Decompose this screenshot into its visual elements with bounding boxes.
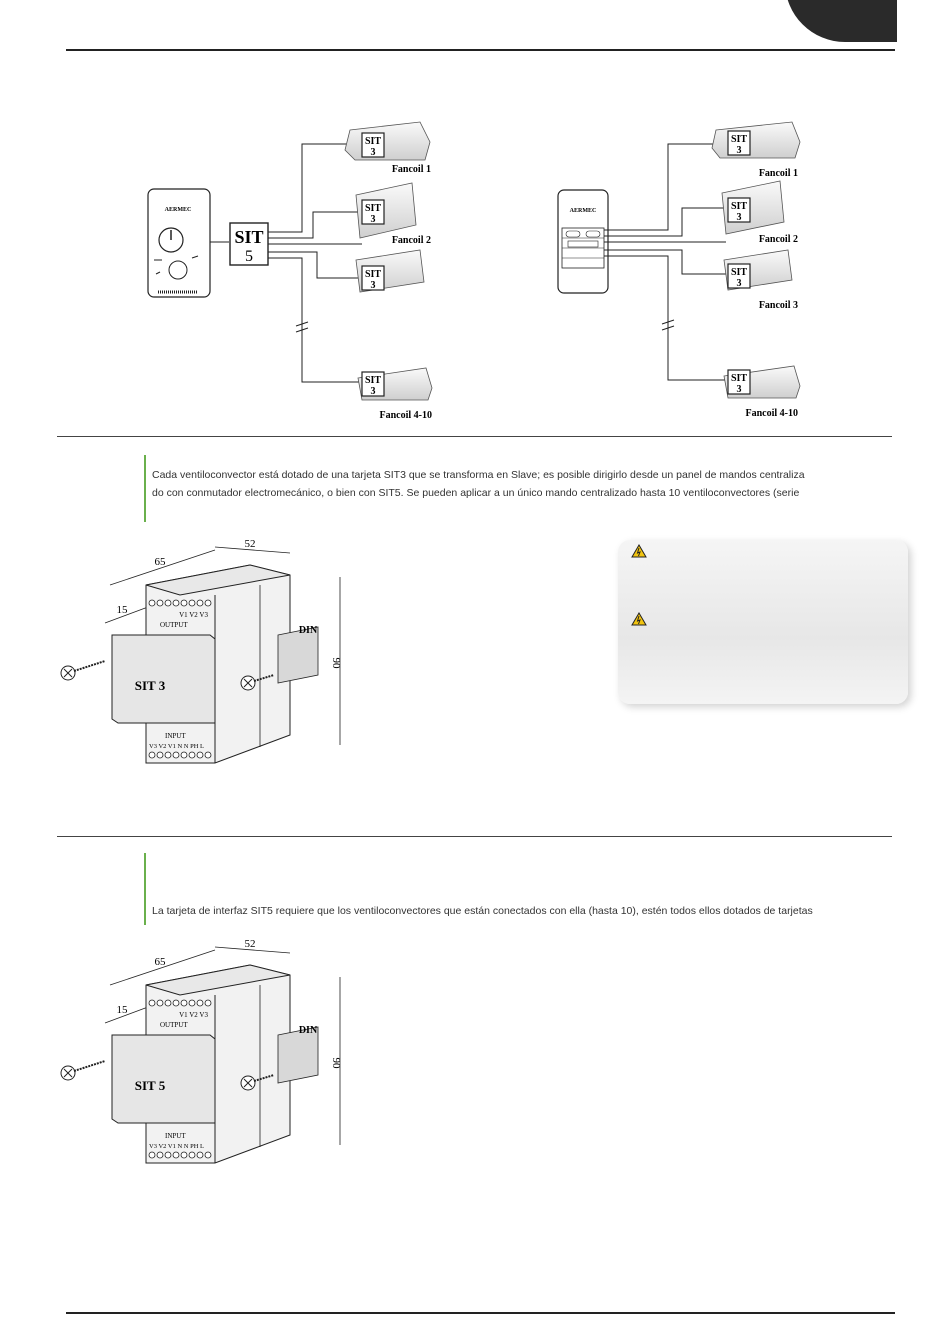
sit3-dim-offset: 15 — [117, 604, 129, 616]
screw-icon — [60, 660, 106, 681]
sit3-input-terms: V3 V2 V1 N N PH L — [149, 743, 204, 750]
remote-brand: AERMEC — [570, 208, 597, 214]
warning-box — [618, 540, 908, 704]
sit3-output-terms: V1 V2 V3 — [179, 611, 208, 619]
left-fc1-card-line2: 3 — [371, 147, 376, 158]
left-wiring — [268, 143, 362, 383]
sit5-dim-width: 65 — [155, 956, 167, 968]
left-fancoil-4-10: SIT 3 Fancoil 4-10 — [357, 367, 433, 421]
left-fc2-card-line1: SIT — [365, 203, 381, 214]
right-fc2-card-line1: SIT — [731, 201, 747, 212]
right-fancoil-3: SIT 3 Fancoil 3 — [723, 249, 798, 311]
sit3-output-label: OUTPUT — [160, 621, 188, 629]
screw-icon — [60, 1060, 106, 1081]
accent-bar-sit5 — [144, 853, 146, 925]
right-fc3-label: Fancoil 3 — [759, 300, 798, 311]
thermostat-brand: AERMEC — [165, 207, 192, 213]
left-fc4-card-line2: 3 — [371, 386, 376, 397]
left-fancoil-3: SIT 3 — [355, 249, 425, 293]
sit5-dim-offset: 15 — [117, 1004, 129, 1016]
remote-control-panel: AERMEC — [557, 189, 609, 294]
left-fc4-label: Fancoil 4-10 — [380, 410, 433, 421]
sit3-paragraph-line1: Cada ventiloconvector está dotado de una… — [152, 469, 805, 481]
sit3-dim-depth: 52 — [245, 538, 256, 550]
sit5-card-label: SIT 5 — [135, 1078, 166, 1093]
sit5-din-label: DIN — [299, 1025, 318, 1036]
sit5-hub-box: SIT 5 — [229, 222, 269, 266]
left-fc3-card-line2: 3 — [371, 280, 376, 291]
footer-rule — [66, 1312, 895, 1314]
sit5-dim-depth: 52 — [245, 938, 256, 950]
left-fc2-card-line2: 3 — [371, 214, 376, 225]
right-fc2-card-line2: 3 — [737, 212, 742, 223]
sit5-dimension-drawing: 65 52 15 90 V1 V2 V3 OUTPUT INPUT V3 V2 … — [60, 938, 342, 1164]
sit5-input-label: INPUT — [165, 1132, 186, 1140]
screw-icon — [240, 1074, 275, 1091]
accent-bar-sit3 — [144, 455, 146, 522]
right-wiring — [604, 143, 726, 381]
right-fc1-card-line2: 3 — [737, 145, 742, 156]
left-fc2-label: Fancoil 2 — [392, 235, 431, 246]
sit5-hub-label-line1: SIT — [234, 227, 263, 247]
right-fancoil-2: SIT 3 Fancoil 2 — [721, 180, 798, 245]
left-fancoil-2: SIT 3 Fancoil 2 — [355, 182, 431, 246]
right-fc3-card-line1: SIT — [731, 267, 747, 278]
header-rule — [66, 49, 895, 51]
sit3-dim-width: 65 — [155, 556, 167, 568]
sit5-output-label: OUTPUT — [160, 1021, 188, 1029]
right-fancoil-1: SIT 3 Fancoil 1 — [711, 121, 801, 179]
thermostat-panel: AERMEC — [147, 188, 211, 298]
right-fc1-card-line1: SIT — [731, 134, 747, 145]
screw-icon — [240, 674, 275, 691]
right-fc2-label: Fancoil 2 — [759, 234, 798, 245]
left-fc1-label: Fancoil 1 — [392, 164, 431, 175]
sit5-hub-label-line2: 5 — [245, 248, 253, 265]
sit3-dimension-drawing: 65 52 15 90 V1 V2 V3 OUTPUT INPUT V3 V2 … — [60, 538, 342, 764]
left-fc4-card-line1: SIT — [365, 375, 381, 386]
sit5-dim-height: 90 — [330, 1058, 342, 1070]
sit3-din-label: DIN — [299, 625, 318, 636]
sit3-paragraph-line2: do con conmutador electromecánico, o bie… — [152, 487, 800, 499]
sit3-dim-height: 90 — [330, 658, 342, 670]
page-corner-tab — [785, 0, 897, 42]
warning-icon — [631, 544, 647, 558]
right-fc1-label: Fancoil 1 — [759, 168, 798, 179]
left-fc3-card-line1: SIT — [365, 269, 381, 280]
sit5-paragraph-line1: La tarjeta de interfaz SIT5 requiere que… — [152, 905, 813, 917]
section-divider-2 — [57, 836, 892, 837]
right-fc4-label: Fancoil 4-10 — [746, 408, 799, 419]
section-divider-1 — [57, 436, 892, 437]
sit3-input-label: INPUT — [165, 732, 186, 740]
left-fc1-card-line1: SIT — [365, 136, 381, 147]
warning-icon — [631, 612, 647, 626]
right-fc3-card-line2: 3 — [737, 278, 742, 289]
right-fancoil-4-10: SIT 3 Fancoil 4-10 — [723, 365, 801, 419]
wiring-diagrams: AERMEC SIT 5 SIT 3 Fancoil 1 SIT 3 Fanco… — [147, 121, 801, 421]
right-fc4-card-line2: 3 — [737, 384, 742, 395]
sit3-card-label: SIT 3 — [135, 678, 166, 693]
sit5-input-terms: V3 V2 V1 N N PH L — [149, 1143, 204, 1150]
left-fancoil-1: SIT 3 Fancoil 1 — [344, 121, 431, 175]
right-fc4-card-line1: SIT — [731, 373, 747, 384]
sit5-output-terms: V1 V2 V3 — [179, 1011, 208, 1019]
